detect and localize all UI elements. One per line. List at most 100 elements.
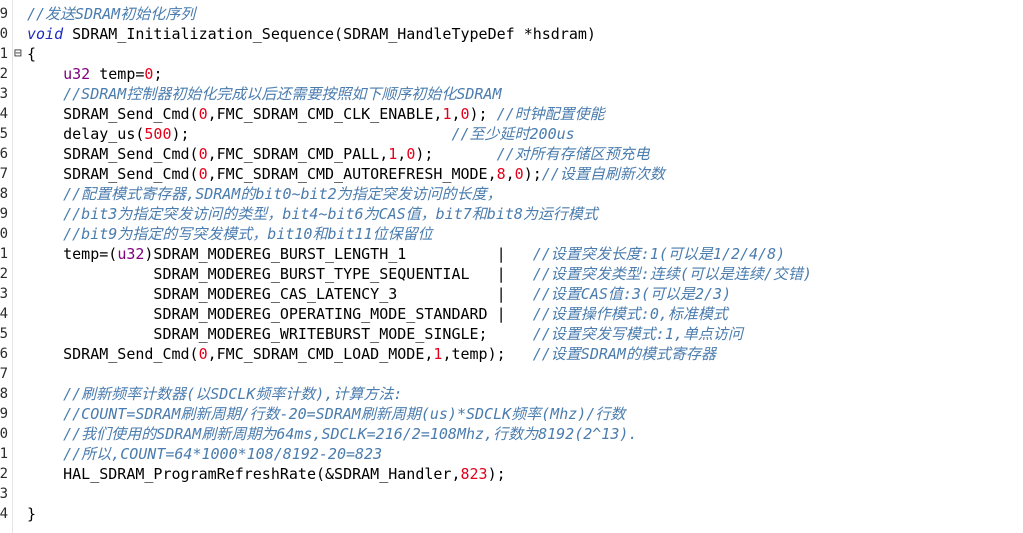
code-token: ,: [505, 165, 515, 183]
code-text[interactable]: //配置模式寄存器,SDRAM的bit0~bit2为指定突发访问的长度，: [27, 184, 502, 204]
line-number: 2: [0, 466, 8, 482]
code-token: SDRAM_Send_Cmd(: [27, 345, 199, 363]
code-number: 0: [460, 105, 470, 123]
code-text[interactable]: SDRAM_MODEREG_BURST_TYPE_SEQUENTIAL | //…: [27, 264, 812, 284]
line-number: 9: [0, 206, 8, 222]
code-token: [27, 85, 63, 103]
code-text[interactable]: //发送SDRAM初始化序列: [27, 4, 195, 24]
code-token: ,: [397, 145, 407, 163]
code-token: SDRAM_Initialization_Sequence(SDRAM_Hand…: [63, 25, 596, 43]
line-number: 1: [0, 446, 8, 462]
code-token: SDRAM_MODEREG_OPERATING_MODE_STANDARD |: [27, 305, 533, 323]
code-token: {: [27, 45, 37, 63]
code-token: temp=(: [27, 245, 118, 263]
code-token: SDRAM_Send_Cmd(: [27, 105, 199, 123]
line-number: 2: [0, 266, 8, 282]
line-number: 3: [0, 486, 8, 502]
code-token: ,FMC_SDRAM_CMD_CLK_ENABLE,: [207, 105, 443, 123]
code-token: HAL_SDRAM_ProgramRefreshRate(&SDRAM_Hand…: [27, 465, 461, 483]
code-token: [27, 425, 63, 443]
code-comment: //设置CAS值:3(可以是2/3): [532, 285, 732, 303]
line-number: 4: [0, 506, 8, 522]
code-token: [27, 65, 63, 83]
code-comment: //对所有存储区预充电: [496, 145, 650, 163]
code-token: );: [171, 125, 452, 143]
line-number: 6: [0, 346, 8, 362]
code-token: temp=: [90, 65, 145, 83]
code-comment: //设置突发长度:1(可以是1/2/4/8): [532, 245, 786, 263]
code-token: SDRAM_Send_Cmd(: [27, 145, 199, 163]
code-comment: //发送SDRAM初始化序列: [27, 5, 196, 23]
code-number: 0: [144, 65, 154, 83]
code-number: 823: [460, 465, 488, 483]
code-token: );: [523, 165, 542, 183]
code-token: delay_us(: [27, 125, 145, 143]
code-text[interactable]: SDRAM_Send_Cmd(0,FMC_SDRAM_CMD_PALL,1,0)…: [27, 144, 650, 164]
line-number: 5: [0, 326, 8, 342]
code-token: [27, 405, 63, 423]
code-text[interactable]: //bit9为指定的写突发模式，bit10和bit11位保留位: [27, 224, 433, 244]
fold-toggle-icon[interactable]: ⊟: [14, 46, 22, 61]
line-number: 2: [0, 66, 8, 82]
code-comment: //时钟配置使能: [496, 105, 605, 123]
code-token: SDRAM_MODEREG_WRITEBURST_MODE_SINGLE;: [27, 325, 533, 343]
code-text[interactable]: //SDRAM控制器初始化完成以后还需要按照如下顺序初始化SDRAM: [27, 84, 502, 104]
code-token: ;: [153, 65, 163, 83]
code-token: [27, 225, 63, 243]
code-comment: //SDRAM控制器初始化完成以后还需要按照如下顺序初始化SDRAM: [63, 85, 502, 103]
code-text[interactable]: SDRAM_MODEREG_OPERATING_MODE_STANDARD | …: [27, 304, 728, 324]
code-text[interactable]: {: [27, 44, 36, 64]
code-text[interactable]: //bit3为指定突发访问的类型，bit4~bit6为CAS值，bit7和bit…: [27, 204, 598, 224]
code-text[interactable]: //COUNT=SDRAM刷新周期/行数-20=SDRAM刷新周期(us)*SD…: [27, 404, 625, 424]
code-token: );: [469, 105, 497, 123]
code-token: SDRAM_MODEREG_BURST_TYPE_SEQUENTIAL |: [27, 265, 533, 283]
code-comment: //设置突发类型:连续(可以是连续/交错): [532, 265, 812, 283]
line-number: 3: [0, 286, 8, 302]
line-number-gutter: [0, 0, 13, 533]
code-text[interactable]: SDRAM_MODEREG_CAS_LATENCY_3 | //设置CAS值:3…: [27, 284, 731, 304]
code-number: 1: [442, 105, 452, 123]
code-token: [27, 445, 63, 463]
code-number: 0: [514, 165, 524, 183]
code-type: u32: [117, 245, 145, 263]
code-text[interactable]: u32 temp=0;: [27, 64, 162, 84]
code-text[interactable]: temp=(u32)SDRAM_MODEREG_BURST_LENGTH_1 |…: [27, 244, 785, 264]
code-text[interactable]: delay_us(500); //至少延时200us: [27, 124, 575, 144]
code-comment: //COUNT=SDRAM刷新周期/行数-20=SDRAM刷新周期(us)*SD…: [63, 405, 626, 423]
code-text[interactable]: HAL_SDRAM_ProgramRefreshRate(&SDRAM_Hand…: [27, 464, 506, 484]
code-text[interactable]: //刷新频率计数器(以SDCLK频率计数),计算方法:: [27, 384, 402, 404]
code-text[interactable]: SDRAM_Send_Cmd(0,FMC_SDRAM_CMD_AUTOREFRE…: [27, 164, 665, 184]
code-keyword: void: [27, 25, 64, 43]
code-text[interactable]: void SDRAM_Initialization_Sequence(SDRAM…: [27, 24, 596, 44]
code-comment: //bit3为指定突发访问的类型，bit4~bit6为CAS值，bit7和bit…: [63, 205, 598, 223]
code-text[interactable]: SDRAM_Send_Cmd(0,FMC_SDRAM_CMD_LOAD_MODE…: [27, 344, 716, 364]
code-token: }: [27, 505, 37, 523]
code-text[interactable]: //所以,COUNT=64*1000*108/8192-20=823: [27, 444, 382, 464]
code-number: 0: [406, 145, 416, 163]
code-number: 1: [388, 145, 398, 163]
line-number: 7: [0, 366, 8, 382]
code-comment: //bit9为指定的写突发模式，bit10和bit11位保留位: [63, 225, 433, 243]
code-comment: //配置模式寄存器,SDRAM的bit0~bit2为指定突发访问的长度，: [63, 185, 502, 203]
code-number: 0: [198, 165, 208, 183]
code-token: [27, 385, 63, 403]
code-text[interactable]: //我们使用的SDRAM刷新周期为64ms,SDCLK=216/2=108Mhz…: [27, 424, 637, 444]
line-number: 8: [0, 386, 8, 402]
code-token: );: [487, 465, 506, 483]
code-number: 0: [198, 345, 208, 363]
code-text[interactable]: SDRAM_Send_Cmd(0,FMC_SDRAM_CMD_CLK_ENABL…: [27, 104, 605, 124]
code-token: );: [415, 145, 497, 163]
line-number: 4: [0, 106, 8, 122]
code-number: 0: [198, 145, 208, 163]
line-number: 3: [0, 86, 8, 102]
code-token: SDRAM_Send_Cmd(: [27, 165, 199, 183]
code-number: 8: [496, 165, 506, 183]
code-token: )SDRAM_MODEREG_BURST_LENGTH_1 |: [144, 245, 533, 263]
code-token: ,temp);: [442, 345, 533, 363]
code-text[interactable]: }: [27, 504, 36, 524]
code-comment: //设置操作模式:0,标准模式: [532, 305, 728, 323]
line-number: 0: [0, 26, 8, 42]
code-text[interactable]: SDRAM_MODEREG_WRITEBURST_MODE_SINGLE; //…: [27, 324, 742, 344]
code-number: 0: [198, 105, 208, 123]
